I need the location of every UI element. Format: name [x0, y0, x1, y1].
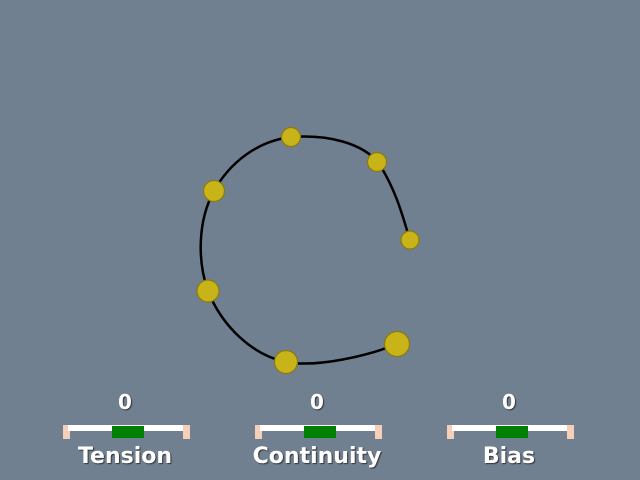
tension-slider-group: 0 Tension — [63, 388, 203, 478]
tension-label: Tension — [77, 444, 173, 469]
continuity-label: Continuity — [252, 444, 382, 469]
tension-slider-max-cap — [183, 425, 190, 439]
continuity-slider-thumb[interactable] — [304, 426, 336, 438]
control-point-3[interactable] — [280, 126, 302, 148]
continuity-slider-max-cap — [375, 425, 382, 439]
bias-label: Bias — [482, 444, 536, 469]
tension-value: 0 — [118, 390, 132, 414]
bias-slider-max-cap — [567, 425, 574, 439]
control-point-5[interactable] — [196, 279, 220, 303]
bias-slider-group: 0 Bias — [447, 388, 587, 478]
tension-slider-thumb[interactable] — [112, 426, 144, 438]
bias-value: 0 — [502, 390, 516, 414]
spline-canvas[interactable] — [0, 0, 640, 380]
control-point-7[interactable] — [383, 330, 411, 358]
continuity-slider-min-cap — [255, 425, 262, 439]
continuity-value: 0 — [310, 390, 324, 414]
continuity-slider-group: 0 Continuity — [253, 388, 395, 478]
control-point-2[interactable] — [366, 151, 388, 173]
bias-slider-min-cap — [447, 425, 454, 439]
control-point-6[interactable] — [273, 349, 299, 375]
tension-slider-min-cap — [63, 425, 70, 439]
control-point-1[interactable] — [400, 230, 420, 250]
control-point-4[interactable] — [202, 179, 226, 203]
bias-slider-thumb[interactable] — [496, 426, 528, 438]
